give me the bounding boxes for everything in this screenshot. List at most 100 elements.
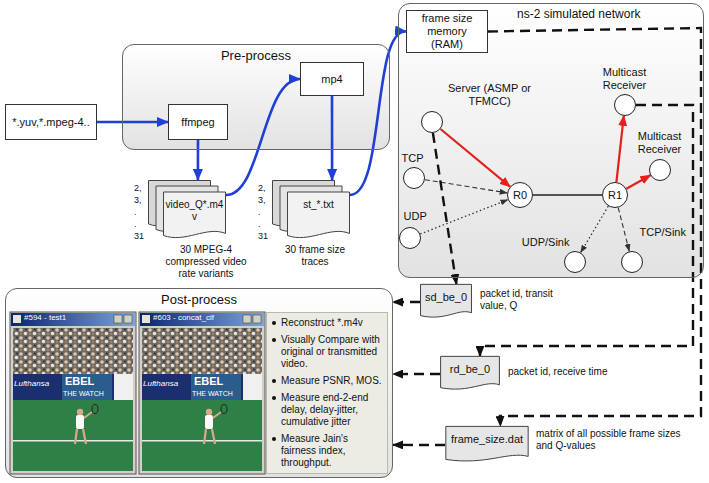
- window-button: [114, 315, 122, 323]
- video-window: [139, 312, 265, 474]
- router-node: R0: [507, 182, 533, 208]
- list-item: Reconstruct *.m4v: [281, 317, 363, 329]
- trace-file: sd_be_0: [420, 284, 472, 320]
- ad-board: [13, 374, 133, 400]
- caption-note: 30 frame size traces: [274, 244, 356, 268]
- connector-line: [616, 116, 623, 182]
- network-node: TCP: [403, 167, 425, 189]
- box-label: mp4: [321, 73, 342, 86]
- bullet-dot: [272, 379, 276, 383]
- trace-file: rd_be_0: [440, 356, 500, 392]
- node-label: Multicast Receiver: [593, 66, 657, 92]
- node-label: UDP: [404, 210, 434, 223]
- ad-text: THE WATCH: [63, 389, 104, 398]
- document-page: [164, 192, 226, 238]
- file-name: video_Q*.m4v: [165, 199, 224, 223]
- trace-file: frame_size.dat: [445, 426, 529, 464]
- window-icon: [13, 315, 21, 323]
- index-number: 3,: [134, 195, 142, 206]
- connector-line: [420, 200, 508, 234]
- title-bar: [11, 313, 135, 326]
- ad-text: Lufthansa: [143, 379, 178, 389]
- node-label: TCP: [402, 152, 432, 165]
- bullet-dot: [272, 321, 276, 325]
- list-item: Visually Compare with original or transm…: [281, 334, 382, 370]
- connector-line: [226, 79, 300, 195]
- document-page: [288, 192, 350, 238]
- window-button: [124, 315, 132, 323]
- index-number: .: [258, 219, 261, 230]
- document-outline: [441, 356, 500, 389]
- file-note: matrix of all possible frame sizes and Q…: [536, 428, 686, 452]
- router-node: R1: [602, 182, 628, 208]
- video-window: [10, 312, 136, 474]
- box-label: *.yuv,*.mpeg-4..: [12, 116, 89, 129]
- network-node: Multicast Receiver: [649, 159, 671, 181]
- connector-line: [197, 140, 200, 180]
- index-number: .: [134, 219, 137, 230]
- file-note: packet id, receive time: [508, 366, 638, 378]
- index-number: .: [258, 207, 261, 218]
- network-node: Server (ASMP or TFMCC): [421, 111, 443, 133]
- node-label: Server (ASMP or TFMCC): [442, 82, 538, 108]
- file-name: rd_be_0: [444, 363, 496, 376]
- stage-panel: Pre-process ffmpeg mp4: [122, 44, 390, 150]
- court: [13, 400, 133, 471]
- list-row: Reconstruct *.m4v: [272, 317, 382, 329]
- ad-board: [114, 374, 133, 400]
- file-name: frame_size.dat: [449, 433, 525, 446]
- list-row: Measure Jain's fairness index, throughpu…: [272, 433, 382, 469]
- list-row: Measure end-2-end delay, delay-jitter, c…: [272, 392, 382, 428]
- router-label: R1: [608, 189, 622, 201]
- document-outline: [421, 284, 472, 317]
- window-frame: [10, 312, 136, 474]
- index-number: 3,: [258, 195, 266, 206]
- index-number: 31: [258, 231, 268, 242]
- ad-text: EBEL: [65, 375, 94, 388]
- ad-text: Lufthansa: [14, 379, 49, 389]
- list-item: Measure PSNR, MOS.: [281, 375, 382, 387]
- network-node: Multicast Receiver: [614, 94, 636, 116]
- network-panel: ns-2 simulated networkframe size memory …: [398, 3, 704, 278]
- list-row: Visually Compare with original or transm…: [272, 334, 382, 370]
- router-label: R0: [513, 189, 527, 201]
- court-line: [13, 440, 133, 442]
- node-label: UDP/Sink: [518, 236, 570, 249]
- ad-text: EBEL: [194, 375, 223, 388]
- document-outline: [446, 426, 528, 461]
- connector-line: [581, 206, 609, 252]
- crowd: [13, 328, 133, 374]
- input-file-box: *.yuv,*.mpeg-4..: [5, 104, 97, 140]
- player-figure: [75, 405, 98, 445]
- bullet-dot: [272, 396, 276, 400]
- connector-line: [331, 96, 334, 180]
- index-number: .: [134, 207, 137, 218]
- file-note: packet id, transit value, Q: [480, 288, 572, 312]
- file-name: st_*.txt: [289, 199, 348, 211]
- tool-box: ffmpeg: [168, 104, 228, 140]
- network-node: TCP/Sink: [621, 251, 643, 273]
- file-stack: st_*.txt: [272, 180, 350, 240]
- connector-line: [433, 133, 457, 284]
- box-label: frame size memory (RAM): [410, 12, 484, 51]
- panel-title: Pre-process: [123, 48, 389, 64]
- panel-fill: [398, 3, 704, 278]
- node-label: TCP/Sink: [640, 226, 690, 239]
- ad-text: THE WATCH: [192, 389, 233, 398]
- tool-box: mp4: [300, 62, 364, 96]
- connector-line: [480, 105, 693, 356]
- list-item: Measure Jain's fairness index, throughpu…: [281, 433, 382, 469]
- memory-box: frame size memory (RAM): [406, 10, 488, 53]
- connector-line: [626, 175, 650, 188]
- ad-board: [62, 374, 112, 400]
- file-name: sd_be_0: [424, 291, 468, 304]
- index-number: 2,: [134, 183, 142, 194]
- panel-fill: [5, 288, 393, 478]
- node-label: Multicast Receiver: [634, 130, 686, 156]
- bullet-dot: [272, 338, 276, 342]
- connector-line: [441, 129, 511, 187]
- window-title: #594 - test1: [24, 313, 66, 323]
- list-row: Measure PSNR, MOS.: [272, 375, 382, 387]
- index-number: 31: [134, 231, 144, 242]
